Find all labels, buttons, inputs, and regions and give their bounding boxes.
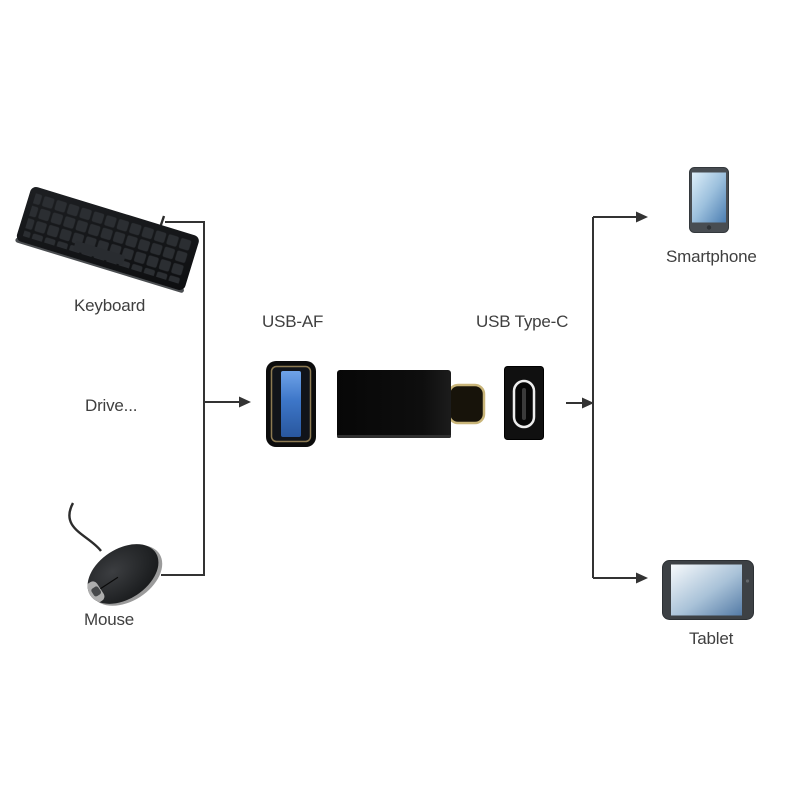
mouse-cable — [68, 502, 102, 552]
type-c-male-plug — [447, 383, 486, 425]
arrow-to-tablet-head — [636, 572, 648, 584]
tablet-label: Tablet — [689, 629, 734, 648]
smartphone-label: Smartphone — [666, 247, 757, 266]
smartphone-home-button — [706, 225, 712, 230]
usb-af-label: USB-AF — [262, 312, 324, 331]
keyboard-label: Keyboard — [74, 296, 146, 315]
arrow-to-usb-af-head — [239, 396, 251, 408]
smartphone-icon — [689, 167, 729, 233]
left-bracket-line — [161, 221, 205, 576]
usb-af-blue-tongue — [281, 371, 301, 437]
usb-af-port-icon — [266, 361, 316, 447]
arrow-to-smartphone-head — [636, 211, 648, 223]
tablet-icon — [662, 560, 754, 620]
tablet-camera-dot — [745, 579, 750, 583]
mouse-label: Mouse — [84, 610, 135, 629]
adapter-icon — [337, 370, 486, 438]
keyboard-icon — [15, 186, 199, 293]
usb-type-c-label: USB Type-C — [476, 312, 569, 331]
drive-label: Drive... — [85, 396, 138, 415]
usb-type-c-port-icon — [504, 366, 544, 440]
mouse-icon — [68, 502, 163, 606]
smartphone-screen — [692, 172, 726, 223]
arrow-from-type-c-head — [582, 397, 594, 409]
tablet-screen — [671, 564, 742, 616]
